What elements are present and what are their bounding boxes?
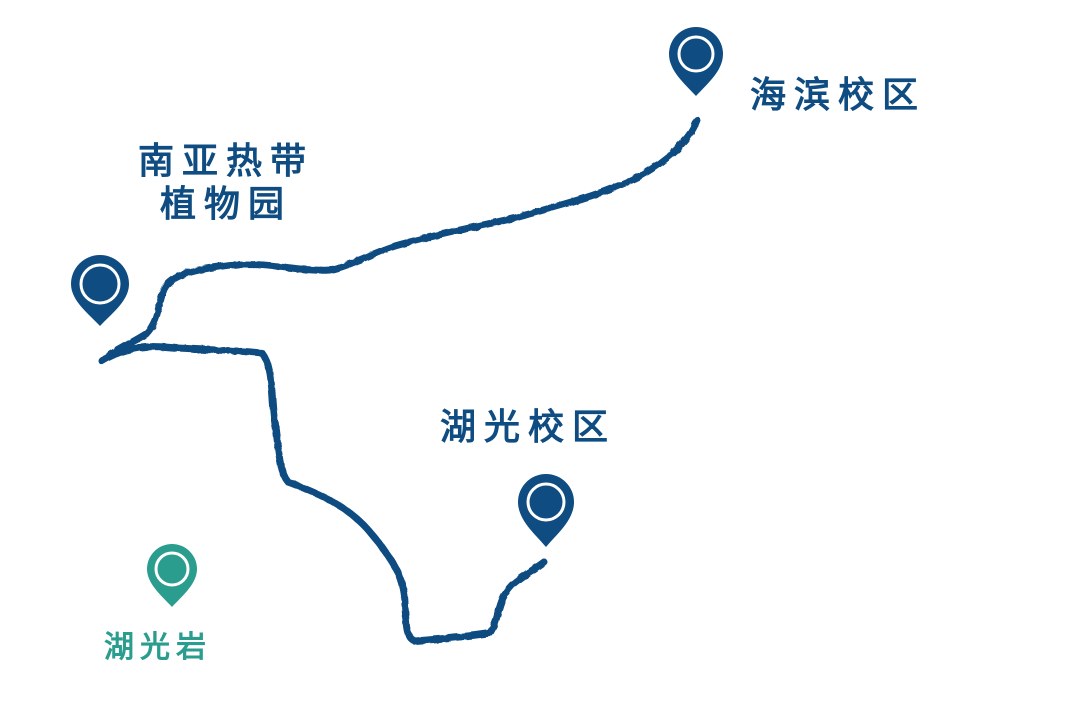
huguang-map-pin-icon[interactable] (518, 474, 574, 547)
rock-map-pin-icon[interactable] (147, 544, 197, 607)
garden-label[interactable]: 南亚热带 植物园 (106, 140, 346, 226)
haibin-map-pin-icon[interactable] (669, 27, 723, 96)
garden-map-pin-icon[interactable] (71, 255, 129, 326)
garden-label-line1: 南亚热带 (137, 141, 314, 182)
garden-label-line2: 植物园 (159, 184, 292, 226)
haibin-label[interactable]: 海滨校区 (750, 75, 927, 116)
route-line (98, 116, 701, 645)
huguang-label[interactable]: 湖光校区 (440, 407, 617, 448)
rock-label[interactable]: 湖光岩 (104, 630, 212, 665)
